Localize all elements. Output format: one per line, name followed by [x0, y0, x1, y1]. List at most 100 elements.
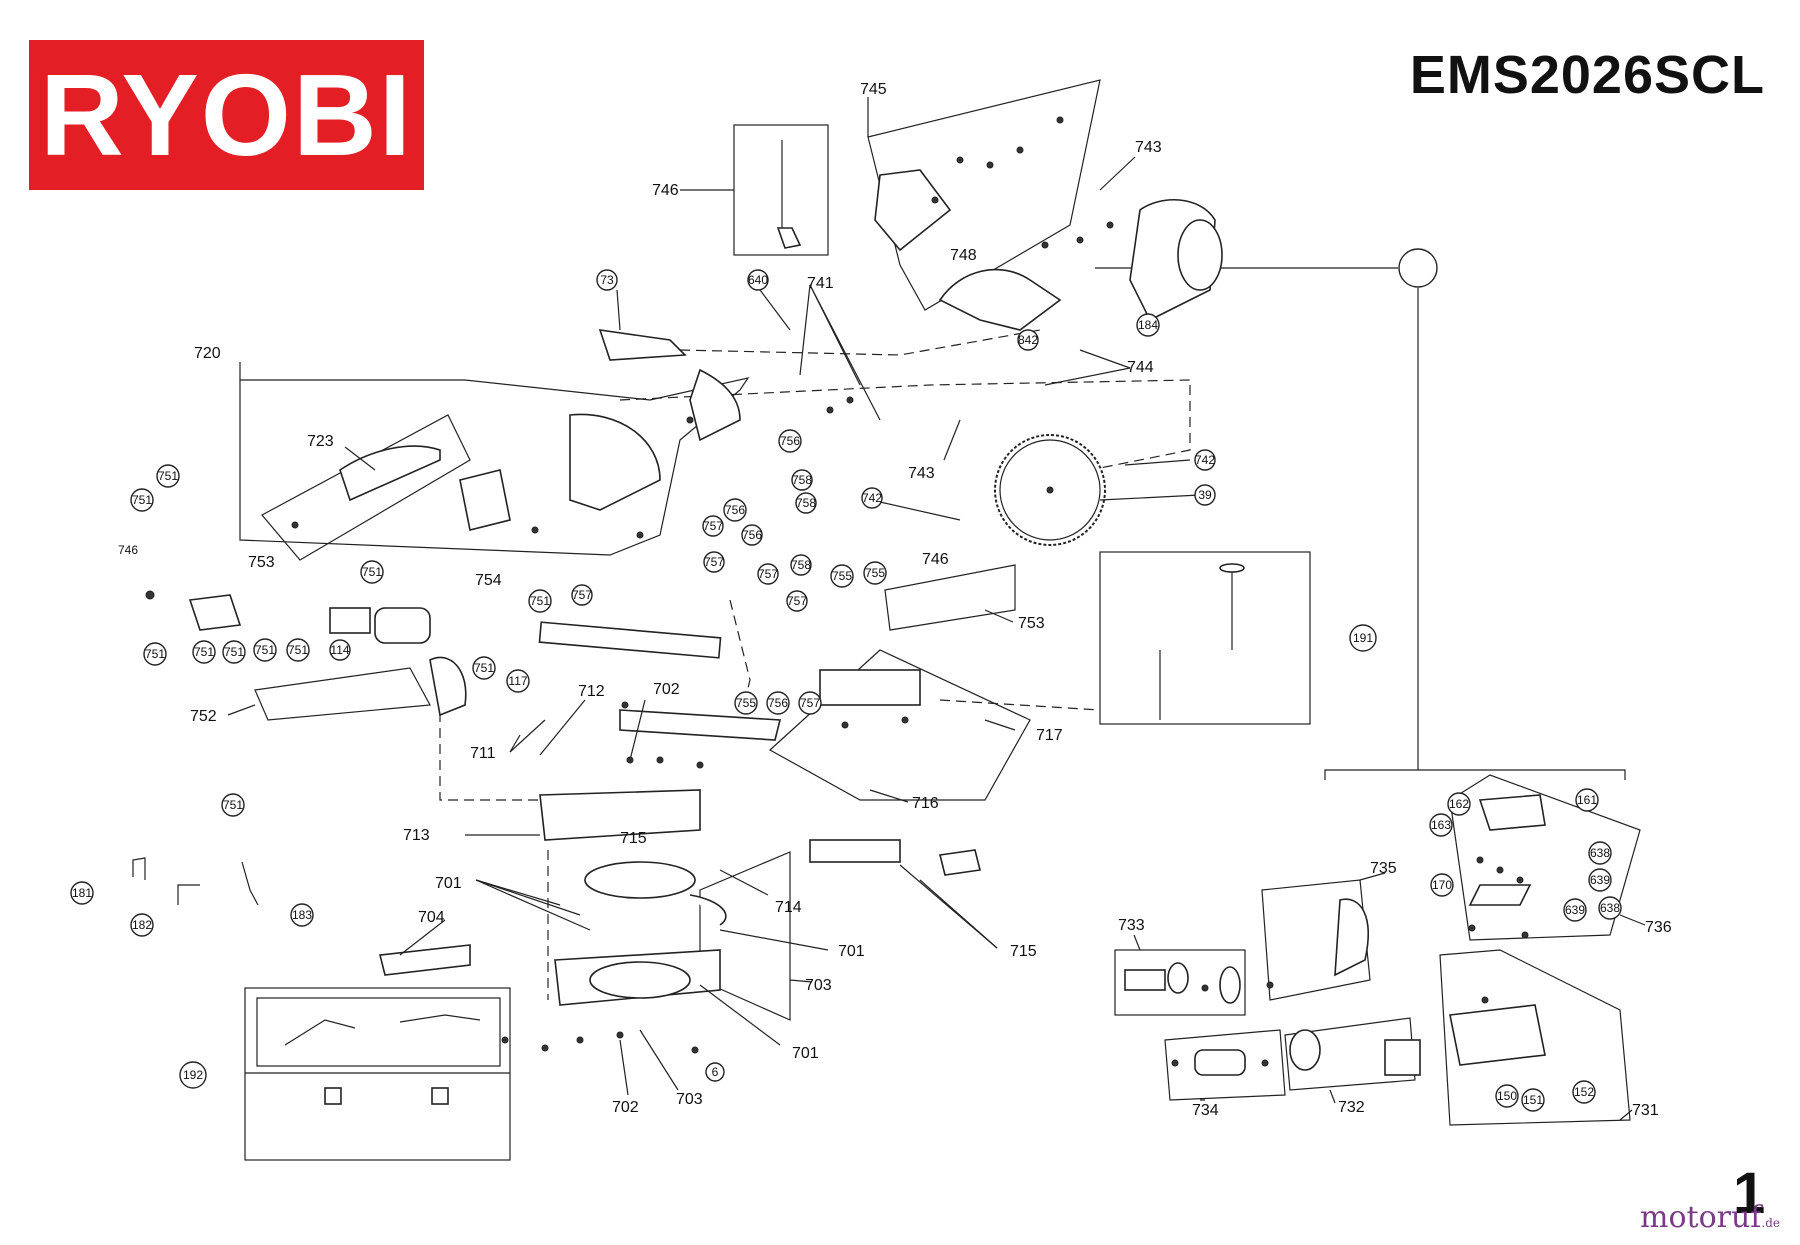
spring-clip: [689, 894, 727, 926]
blade-guard-plate: [459, 469, 511, 531]
label-703-a: 703: [805, 977, 832, 994]
fence-rail-716: [619, 709, 782, 741]
callout-192-text: 192: [183, 1068, 203, 1082]
callout-639-b-text: 639: [1565, 903, 1585, 917]
label-735: 735: [1370, 860, 1397, 877]
callout-757-b-text: 757: [758, 567, 778, 581]
group-outline-703: [699, 851, 791, 1021]
watermark-name: motoruf: [1640, 1200, 1762, 1235]
callout-182-text: 182: [132, 918, 152, 932]
callout-184: 184: [1136, 313, 1160, 337]
callout-192: 192: [179, 1061, 207, 1089]
group-outline-736: [1449, 774, 1641, 941]
label-704: 704: [418, 909, 445, 926]
group-box-733: [1114, 949, 1246, 1016]
callout-751-j-text: 751: [474, 661, 494, 675]
callout-758-c-text: 758: [791, 558, 811, 572]
callout-751-d-text: 751: [530, 594, 550, 608]
callout-150: 150: [1495, 1084, 1519, 1108]
callout-757-d: 757: [786, 590, 808, 612]
callout-756-a: 756: [778, 429, 802, 453]
label-744: 744: [1127, 359, 1154, 376]
callout-39-text: 39: [1198, 488, 1212, 502]
group-outline-732: [1284, 1017, 1416, 1091]
label-753-b: 753: [1018, 615, 1045, 632]
hex-key-182: [177, 884, 200, 905]
fasteners: [145, 116, 1529, 1067]
label-703-b: 703: [676, 1091, 703, 1108]
callout-757-f: 757: [798, 691, 822, 715]
callout-751-b: 751: [130, 488, 154, 512]
callout-163-text: 163: [1431, 818, 1451, 832]
pivot-bracket: [429, 656, 467, 717]
callout-639-a: 639: [1588, 868, 1612, 892]
axis-line-pivot: [729, 599, 751, 701]
axis-line-191: [939, 699, 1101, 711]
callout-6: 6: [705, 1062, 725, 1082]
motor-frame-731: [1449, 1004, 1546, 1066]
wrench-183: [241, 861, 259, 906]
label-723: 723: [307, 433, 334, 450]
callout-161-text: 161: [1577, 793, 1597, 807]
callout-638-a-text: 638: [1590, 846, 1610, 860]
knob-715: [939, 849, 981, 876]
label-753-a: 753: [248, 554, 275, 571]
connector-motor-callout: [1095, 267, 1419, 770]
callout-751-c: 751: [360, 560, 384, 584]
handle-73: [598, 329, 687, 361]
callout-755-b-text: 755: [865, 566, 885, 580]
label-701-b: 701: [838, 943, 865, 960]
callout-183-text: 183: [292, 908, 312, 922]
callout-751-g-text: 751: [224, 645, 244, 659]
extension-arm: [809, 839, 901, 863]
callout-181: 181: [70, 881, 94, 905]
callout-755-a: 755: [830, 564, 854, 588]
callout-756-b-text: 756: [725, 503, 745, 517]
label-713: 713: [403, 827, 430, 844]
label-746-b: 746: [922, 551, 949, 568]
callout-757-a-text: 757: [703, 519, 723, 533]
callout-757-c: 757: [703, 551, 725, 573]
callout-751-k-text: 751: [223, 798, 243, 812]
callout-758-b-text: 758: [796, 496, 816, 510]
callout-638-b: 638: [1598, 896, 1622, 920]
page-number: 1: [1733, 1161, 1766, 1226]
callout-152: 152: [1572, 1080, 1596, 1104]
lock-lever-704: [379, 944, 471, 976]
callout-751-f-text: 751: [194, 645, 214, 659]
rail-tube: [374, 607, 431, 644]
callout-751-c-text: 751: [362, 565, 382, 579]
armature-734: [1194, 1049, 1246, 1076]
label-701-a: 701: [435, 875, 462, 892]
callout-755-c: 755: [734, 691, 758, 715]
callout-758-a-text: 758: [792, 473, 812, 487]
group-outline-734: [1164, 1029, 1286, 1101]
callout-742-a-text: 742: [1195, 453, 1215, 467]
callout-73-text: 73: [600, 273, 614, 287]
callout-742-a: 742: [1194, 449, 1216, 471]
callout-757-b: 757: [757, 563, 779, 585]
callout-751-e-text: 751: [145, 647, 165, 661]
label-754: 754: [475, 572, 502, 589]
hex-key-181: [132, 857, 146, 880]
group-outline-735: [1261, 879, 1371, 1001]
upper-guard: [938, 268, 1062, 331]
callout-756-c: 756: [741, 524, 763, 546]
callout-756-d-text: 756: [768, 696, 788, 710]
callout-751-i: 751: [286, 638, 310, 662]
hold-down-rod-b: [399, 1014, 481, 1023]
callout-170: 170: [1430, 873, 1454, 897]
label-720: 720: [194, 345, 221, 362]
group-box-192: [244, 987, 511, 1161]
callout-640: 640: [747, 269, 769, 291]
saw-blade-inner: [999, 439, 1101, 541]
callout-191-text: 191: [1353, 631, 1373, 645]
label-745: 745: [860, 81, 887, 98]
label-748: 748: [950, 247, 977, 264]
callout-751-f: 751: [192, 640, 216, 664]
callout-755-c-text: 755: [736, 696, 756, 710]
axis-line-rail: [439, 680, 560, 801]
switch-handle-top: [1478, 794, 1546, 831]
callout-152-text: 152: [1574, 1085, 1594, 1099]
